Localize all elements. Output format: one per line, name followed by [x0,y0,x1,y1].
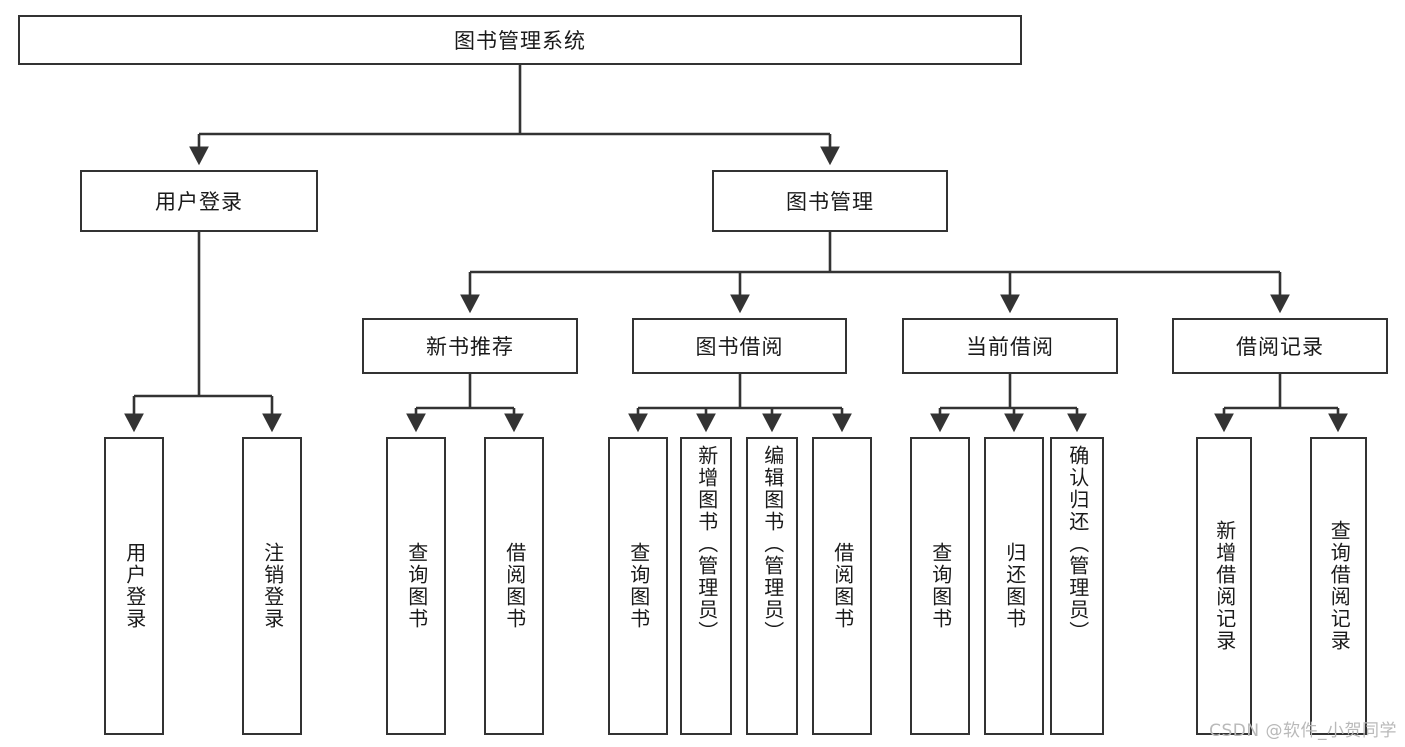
node-book-management-label: 图书管理 [786,190,874,214]
leaf-borrow-book-recommend[interactable]: 借阅图书 [484,437,544,735]
leaf-edit-book[interactable]: 编辑图书（管理员） [746,437,798,735]
leaf-query-book-current-label: 查询图书 [928,542,953,630]
leaf-logout[interactable]: 注销登录 [242,437,302,735]
node-current-borrow[interactable]: 当前借阅 [902,318,1118,374]
node-root[interactable]: 图书管理系统 [18,15,1022,65]
leaf-query-book-current[interactable]: 查询图书 [910,437,970,735]
node-book-management[interactable]: 图书管理 [712,170,948,232]
leaf-add-book-label: 新增图书（管理员） [694,445,719,643]
leaf-logout-label: 注销登录 [260,542,285,630]
leaf-borrow-book-label: 借阅图书 [830,542,855,630]
leaf-user-login[interactable]: 用户登录 [104,437,164,735]
node-current-borrow-label: 当前借阅 [966,335,1054,359]
node-book-borrow[interactable]: 图书借阅 [632,318,847,374]
leaf-borrow-book[interactable]: 借阅图书 [812,437,872,735]
leaf-return-book[interactable]: 归还图书 [984,437,1044,735]
leaf-query-book-borrow-label: 查询图书 [626,542,651,630]
leaf-query-book-recommend-label: 查询图书 [404,542,429,630]
leaf-query-book-recommend[interactable]: 查询图书 [386,437,446,735]
leaf-add-book[interactable]: 新增图书（管理员） [680,437,732,735]
node-book-borrow-label: 图书借阅 [695,335,784,359]
leaf-user-login-label: 用户登录 [122,542,147,630]
leaf-add-record-label: 新增借阅记录 [1212,520,1237,652]
leaf-query-record[interactable]: 查询借阅记录 [1310,437,1367,735]
leaf-query-record-label: 查询借阅记录 [1327,520,1352,652]
leaf-edit-book-label: 编辑图书（管理员） [760,445,785,643]
leaf-borrow-book-recommend-label: 借阅图书 [502,542,527,630]
node-new-book-recommend-label: 新书推荐 [426,335,514,359]
node-user-login[interactable]: 用户登录 [80,170,318,232]
node-borrow-record[interactable]: 借阅记录 [1172,318,1388,374]
csdn-watermark: CSDN @软件_小贺同学 [1209,721,1397,741]
node-user-login-label: 用户登录 [155,190,243,214]
leaf-confirm-return-label: 确认归还（管理员） [1065,445,1090,643]
node-borrow-record-label: 借阅记录 [1236,335,1324,359]
leaf-return-book-label: 归还图书 [1002,542,1027,630]
leaf-add-record[interactable]: 新增借阅记录 [1196,437,1252,735]
leaf-confirm-return[interactable]: 确认归还（管理员） [1050,437,1104,735]
leaf-query-book-borrow[interactable]: 查询图书 [608,437,668,735]
node-new-book-recommend[interactable]: 新书推荐 [362,318,578,374]
node-root-label: 图书管理系统 [454,29,586,53]
